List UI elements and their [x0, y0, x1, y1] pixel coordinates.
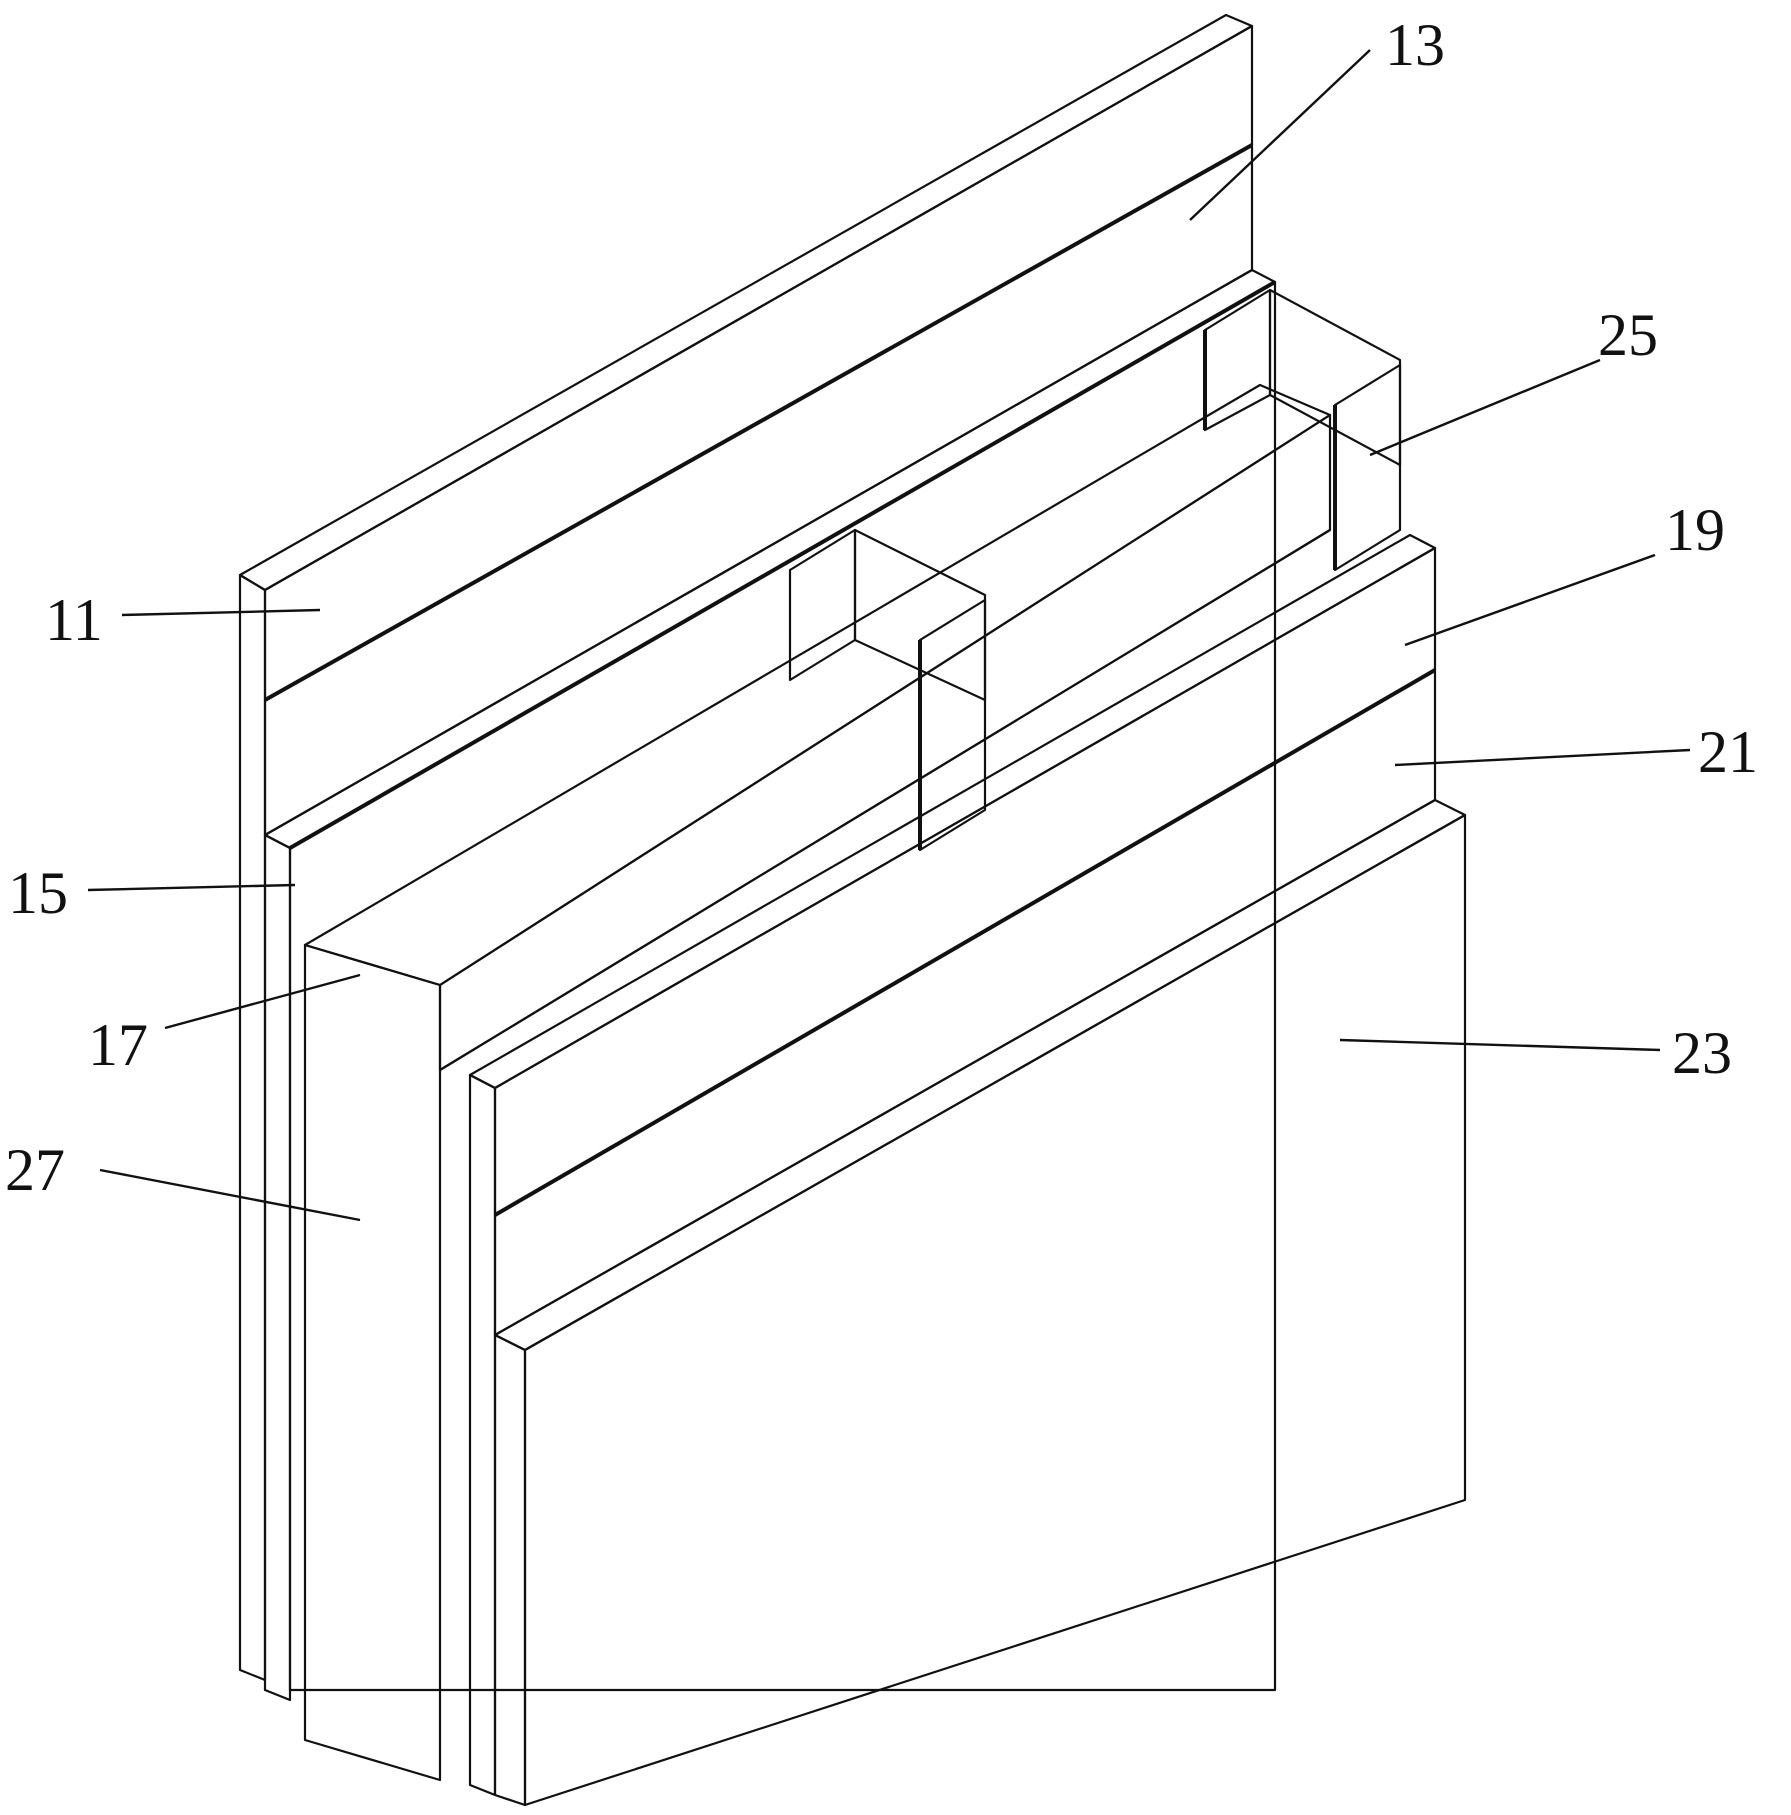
- callout-27: 27: [5, 1137, 65, 1203]
- callout-labels: 11 13 15 17 19 21 23 25 27: [5, 12, 1758, 1203]
- leader-23: [1339, 1038, 1661, 1052]
- callout-19: 19: [1665, 497, 1725, 563]
- hatched-keel-layer-25: [788, 288, 1402, 852]
- leader-21: [1394, 748, 1691, 767]
- callout-17: 17: [88, 1012, 148, 1078]
- back-panel-layer-11-13: [238, 13, 1254, 1682]
- callout-23: 23: [1672, 1020, 1732, 1086]
- leader-17: [164, 973, 361, 1030]
- callout-11: 11: [45, 587, 103, 653]
- leader-27: [99, 1168, 361, 1222]
- leader-15: [87, 883, 296, 892]
- honeycomb-core-layer-17-27: [303, 383, 1332, 1782]
- middle-panel-layer-19-21: [468, 533, 1437, 1797]
- leader-11: [121, 608, 321, 617]
- callout-15: 15: [8, 860, 68, 926]
- leader-25: [1369, 358, 1601, 457]
- leader-19: [1404, 553, 1656, 647]
- frame-plate-layer-15: [263, 268, 1277, 1702]
- leader-13: [1189, 49, 1371, 221]
- callout-13: 13: [1385, 12, 1445, 78]
- callout-25: 25: [1598, 302, 1658, 368]
- leader-lines: [87, 49, 1691, 1222]
- front-panel-layer-23: [493, 798, 1467, 1807]
- callout-21: 21: [1698, 719, 1758, 785]
